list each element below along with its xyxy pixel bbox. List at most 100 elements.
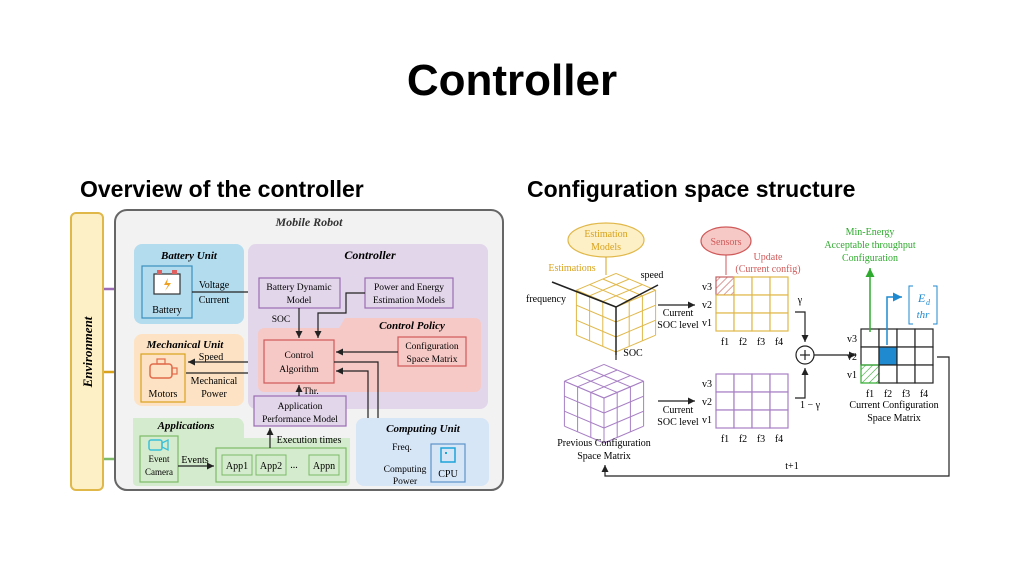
svg-text:Space Matrix: Space Matrix (407, 355, 458, 365)
matrix-cell (878, 346, 898, 366)
svg-text:Thr.: Thr. (303, 387, 319, 397)
svg-text:App2: App2 (260, 461, 282, 472)
matrix-cell (769, 409, 789, 429)
svg-text:SOC level: SOC level (657, 417, 699, 428)
matrix-cell (896, 364, 916, 384)
row-label: v3 (847, 334, 857, 345)
matrix-cell (751, 294, 771, 314)
col-label: f3 (757, 434, 765, 445)
matrix-cell (751, 409, 771, 429)
previous-configuration-cube (563, 363, 645, 444)
matrix-cell (751, 391, 771, 411)
col-label: f3 (757, 337, 765, 348)
col-label: f1 (721, 337, 729, 348)
svg-text:Events: Events (181, 455, 208, 466)
matrix-cell (914, 328, 934, 348)
t-plus-1-label: t+1 (785, 461, 798, 472)
environment-label: Environment (80, 316, 95, 388)
matrix-cell (860, 364, 880, 384)
svg-text:Power: Power (393, 477, 418, 487)
svg-text:Estimation: Estimation (584, 229, 627, 240)
col-label: f4 (775, 337, 783, 348)
sensors-node: Sensors (700, 226, 752, 256)
svg-text:Battery Dynamic: Battery Dynamic (266, 283, 331, 293)
mechanical-unit: Mechanical Unit Motors Speed Mechanical … (134, 334, 244, 406)
matrix-cell (715, 391, 735, 411)
svg-text:Event: Event (149, 454, 170, 464)
row-label: v3 (702, 379, 712, 390)
svg-text:Application: Application (278, 402, 323, 412)
col-label: f1 (721, 434, 729, 445)
matrix-cell (914, 364, 934, 384)
col-label: f2 (739, 434, 747, 445)
svg-text:Previous Configuration: Previous Configuration (557, 438, 651, 449)
svg-text:Current: Current (663, 405, 694, 416)
applications-unit: Applications Event Camera Events App1 Ap… (133, 418, 350, 486)
matrix-cell (715, 373, 735, 393)
gamma-label: γ (797, 295, 803, 306)
update-label: Update (754, 252, 783, 263)
slide-title: Controller (406, 56, 618, 105)
overview-heading: Overview of the controller (80, 176, 364, 202)
environment-bar: Environment (70, 212, 104, 491)
svg-text:E: E (917, 291, 926, 305)
matrix-cell (896, 346, 916, 366)
svg-text:Power: Power (201, 389, 227, 400)
col-label: f2 (739, 337, 747, 348)
svg-text:Estimation Models: Estimation Models (373, 296, 445, 306)
svg-text:Configuration: Configuration (405, 341, 459, 352)
svg-text:Speed: Speed (199, 352, 223, 363)
svg-text:Sensors: Sensors (710, 237, 741, 248)
row-label: v2 (702, 300, 712, 311)
matrix-cell (751, 373, 771, 393)
svg-text:Execution times: Execution times (277, 435, 342, 446)
svg-text:Performance Model: Performance Model (262, 414, 338, 425)
matrix-cell (769, 276, 789, 296)
svg-text:Controller: Controller (344, 248, 396, 262)
col-label: f3 (902, 389, 910, 400)
svg-text:App1: App1 (226, 461, 248, 472)
svg-text:Battery: Battery (152, 305, 181, 316)
axis-speed-label: speed (641, 270, 664, 281)
matrix-cell (715, 312, 735, 332)
controller-block: Controller Battery Dynamic Model Power a… (248, 244, 488, 427)
axis-frequency-label: frequency (526, 294, 566, 305)
svg-text:Voltage: Voltage (199, 280, 230, 291)
svg-text:SOC level: SOC level (657, 320, 699, 331)
svg-text:Motors: Motors (149, 389, 178, 400)
svg-text:SOC: SOC (272, 315, 290, 325)
matrix-cell (733, 373, 753, 393)
svg-text:Model: Model (287, 296, 312, 306)
cpu-icon (440, 447, 456, 463)
svg-text:Current: Current (663, 308, 694, 319)
svg-text:d: d (926, 298, 931, 307)
svg-text:CPU: CPU (438, 469, 458, 480)
svg-text:Freq.: Freq. (392, 443, 412, 453)
matrix-cell (715, 276, 735, 296)
matrix-cell (878, 364, 898, 384)
matrix-cell (733, 312, 753, 332)
svg-text:Applications: Applications (157, 420, 215, 432)
feedback-arrow (601, 356, 950, 477)
one-minus-gamma-label: 1 − γ (800, 400, 821, 411)
row-label: v2 (702, 397, 712, 408)
min-energy-label: Min-Energy (846, 227, 895, 238)
matrix-cell (878, 328, 898, 348)
row-label: v2 (847, 352, 857, 363)
svg-text:Control Policy: Control Policy (379, 320, 445, 332)
matrix-cell (769, 391, 789, 411)
svg-text:Mechanical Unit: Mechanical Unit (146, 339, 225, 351)
matrix-cell (769, 373, 789, 393)
mobile-robot-label: Mobile Robot (274, 215, 343, 229)
matrix-cell (715, 409, 735, 429)
svg-text:Models: Models (591, 242, 621, 253)
svg-text:Computing: Computing (384, 465, 427, 475)
battery-unit: Battery Unit Battery Voltage Current (134, 244, 244, 324)
svg-text:(Current config): (Current config) (735, 264, 800, 275)
axis-soc-label: SOC (623, 348, 643, 359)
battery-icon (153, 270, 181, 295)
estimations-label: Estimations (548, 263, 595, 274)
